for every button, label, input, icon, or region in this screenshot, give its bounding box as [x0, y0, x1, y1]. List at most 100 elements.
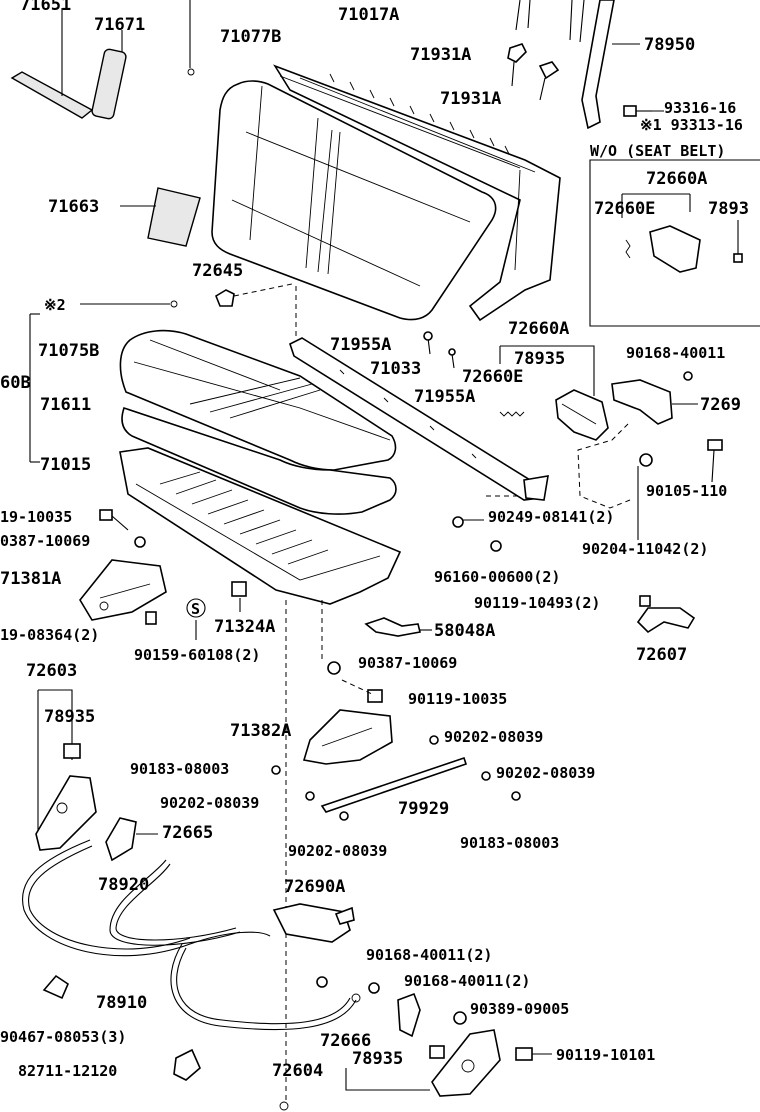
label-90105: 90105-110	[646, 482, 727, 500]
cap-78935-left	[63, 743, 81, 759]
label-72666: 72666	[320, 1031, 371, 1051]
label-72604: 72604	[272, 1061, 323, 1081]
label-inset-72660E: 72660E	[594, 199, 655, 219]
label-90159: 90159-60108(2)	[134, 646, 260, 664]
dash-links-right	[486, 423, 631, 509]
label-71651: 71651	[20, 0, 71, 15]
spring-72660E	[499, 411, 525, 417]
lever-right-lower	[397, 992, 421, 1038]
label-71324A: 71324A	[214, 617, 275, 637]
hinge-rail-71033	[289, 286, 549, 501]
bolt-96160	[490, 540, 502, 552]
s-symbol-label: S	[191, 600, 200, 618]
label-inset-72660A: 72660A	[646, 169, 707, 189]
label-72660E-main: 72660E	[462, 367, 523, 387]
label-78935-top: 78935	[514, 349, 565, 369]
cover-7269	[611, 379, 698, 425]
bottom-clip	[279, 1101, 289, 1111]
nut-90168-b	[316, 976, 328, 988]
inset-box-wo-seat-belt	[589, 159, 760, 327]
label-72603: 72603	[26, 661, 77, 681]
label-71382A: 71382A	[230, 721, 291, 741]
recliner-72660A	[499, 345, 609, 441]
part-labels: 71651 71671 71077B 71017A 71931A 71931A …	[0, 0, 749, 1081]
part-58048A-clip	[364, 617, 432, 637]
bolt-19-08364	[145, 611, 157, 625]
label-90183-2: 90183-08003	[460, 834, 559, 852]
label-71931A-2: 71931A	[440, 89, 501, 109]
label-82711: 82711-12120	[18, 1062, 117, 1080]
label-71955A-2: 71955A	[414, 387, 475, 407]
washer-90202-b	[481, 771, 491, 781]
dash-center-vertical	[285, 600, 323, 1100]
label-72607: 72607	[636, 645, 687, 665]
label-90202-3: 90202-08039	[160, 794, 259, 812]
label-90168-3: 90168-40011(2)	[404, 972, 530, 990]
clip-90467	[42, 974, 69, 1000]
symbol-s-circle: S	[186, 598, 206, 640]
group-bracket-72603	[37, 689, 73, 830]
nut-0387-10069	[134, 536, 146, 548]
nut-90389	[453, 1011, 467, 1025]
label-71017A: 71017A	[338, 5, 399, 25]
label-90249: 90249-08141(2)	[488, 508, 614, 526]
label-93313: ※1 93313-16	[640, 116, 743, 134]
bolt-19-10035	[99, 509, 129, 531]
bracket-71381A	[79, 559, 167, 621]
seat-cushion-pad-71611	[121, 406, 397, 515]
part-78950-seat-belt	[581, 0, 640, 130]
label-72690A: 72690A	[284, 877, 345, 897]
label-72665: 72665	[162, 823, 213, 843]
part-71651-pad	[10, 8, 94, 119]
label-90119-10035: 90119-10035	[408, 690, 507, 708]
label-inset-7893: 7893	[708, 199, 749, 219]
label-71931A-1: 71931A	[410, 45, 471, 65]
washer-90202-c	[305, 791, 315, 801]
nut-90204	[637, 453, 653, 540]
bolt-90168-top	[683, 371, 693, 381]
label-90119-10493: 90119-10493(2)	[474, 594, 600, 612]
part-71955A-bolts	[423, 331, 456, 369]
label-90467: 90467-08053(3)	[0, 1028, 126, 1046]
cable-78920	[109, 859, 241, 946]
label-90202-2: 90202-08039	[496, 764, 595, 782]
label-7269: 7269	[700, 395, 741, 415]
washer-90183-b	[511, 791, 521, 801]
label-58048A: 58048A	[434, 621, 495, 641]
label-90119-10101: 90119-10101	[556, 1046, 655, 1064]
label-72645: 72645	[192, 261, 243, 281]
label-90202-1: 90202-08039	[444, 728, 543, 746]
clip-small	[187, 0, 195, 76]
clamp-82711	[173, 1048, 201, 1081]
part-72645-clip	[215, 283, 293, 307]
lever-72665	[105, 817, 158, 862]
part-71671-pad	[91, 30, 127, 120]
label-90183-1: 90183-08003	[130, 760, 229, 778]
label-93316: 93316-16	[664, 99, 736, 117]
headrest-posts	[515, 0, 585, 43]
label-71663: 71663	[48, 197, 99, 217]
plate-72603	[35, 775, 97, 851]
label-71611: 71611	[40, 395, 91, 415]
label-note2: ※2	[44, 296, 66, 314]
label-71671: 71671	[94, 15, 145, 35]
label-90387-10069: 90387-10069	[358, 654, 457, 672]
nut-90387-10069	[327, 661, 341, 675]
washer-90183-a	[271, 765, 281, 775]
bolt-90249	[452, 516, 484, 528]
label-78950: 78950	[644, 35, 695, 55]
label-inset-title: W/O (SEAT BELT)	[590, 142, 725, 160]
label-78920: 78920	[98, 875, 149, 895]
label-19-08364: 19-08364(2)	[0, 626, 99, 644]
label-0387-10069: 0387-10069	[0, 532, 90, 550]
bracket-71382A	[302, 709, 393, 765]
washer-90202-d	[339, 811, 349, 821]
label-90389: 90389-09005	[470, 1000, 569, 1018]
clip-71324A	[231, 581, 247, 612]
label-71075B: 71075B	[38, 341, 99, 361]
label-71033: 71033	[370, 359, 421, 379]
bolt-90119-10101	[515, 1047, 552, 1061]
label-90204: 90204-11042(2)	[582, 540, 708, 558]
label-19-10035: 19-10035	[0, 508, 72, 526]
